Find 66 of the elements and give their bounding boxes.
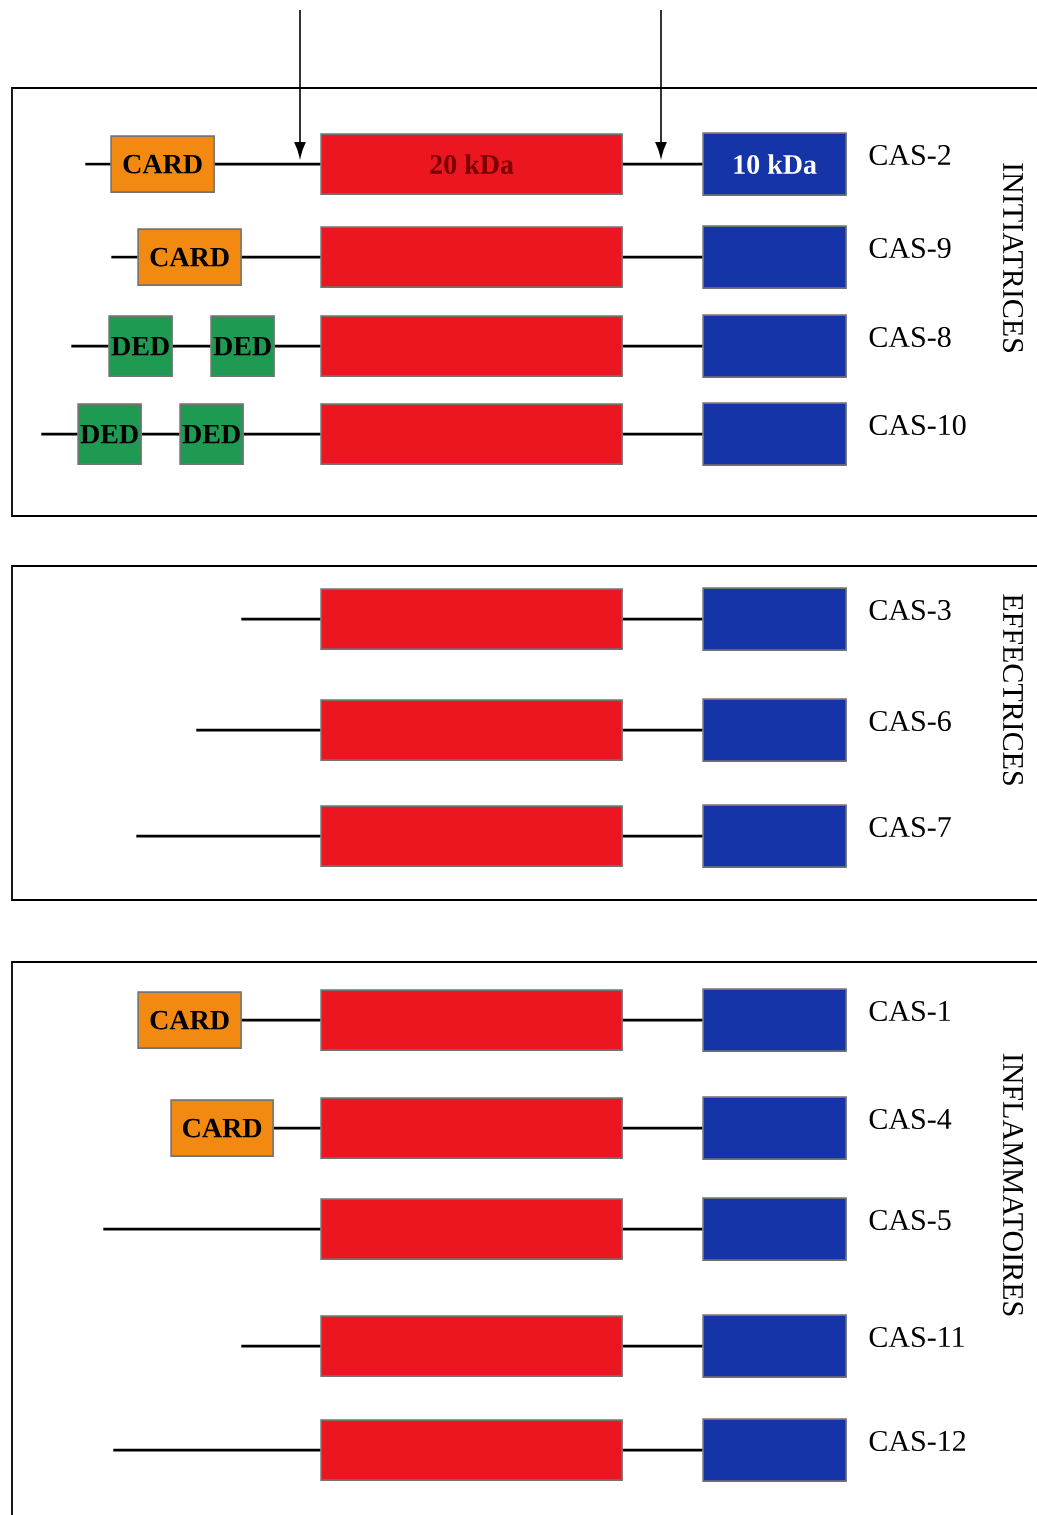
linker-line xyxy=(622,432,703,436)
linker-line xyxy=(111,255,138,259)
large-subunit-box xyxy=(320,1097,623,1159)
caspase-label: CAS-1 xyxy=(869,1000,950,1022)
ded-domain-box: DED xyxy=(77,403,142,465)
card-domain-box: CARD xyxy=(110,135,215,193)
caspase-label: CAS-4 xyxy=(869,1108,952,1130)
linker-line xyxy=(85,162,111,166)
linker-line xyxy=(274,344,321,348)
caspase-label: CAS-2 xyxy=(869,144,951,166)
linker-line xyxy=(243,432,321,436)
caspase-label: CAS-3 xyxy=(869,599,951,621)
linker-line xyxy=(622,344,703,348)
large-subunit-box xyxy=(320,699,623,761)
linker-line xyxy=(622,728,703,732)
large-subunit-box xyxy=(320,403,623,465)
linker-line xyxy=(622,162,703,166)
panel-heading: EFFECTRICES xyxy=(1002,594,1024,785)
linker-line xyxy=(141,432,180,436)
linker-line xyxy=(103,1227,321,1231)
linker-line xyxy=(214,162,321,166)
linker-line xyxy=(622,834,703,838)
linker-line xyxy=(622,255,703,259)
linker-line xyxy=(241,1018,321,1022)
large-subunit-box xyxy=(320,1315,623,1377)
large-subunit-box xyxy=(320,588,623,650)
linker-line xyxy=(622,1126,703,1130)
caspase-label: CAS-8 xyxy=(869,326,951,348)
ded-domain-box: DED xyxy=(179,403,244,465)
ded-domain-box: DED xyxy=(210,315,275,377)
linker-line xyxy=(41,432,78,436)
linker-line xyxy=(622,1344,703,1348)
large-subunit-box xyxy=(320,226,623,288)
large-subunit-box xyxy=(320,989,623,1051)
card-domain-box: CARD xyxy=(137,991,242,1049)
caspase-label: CAS-12 xyxy=(869,1430,966,1452)
panel-heading: INFLAMMATOIRES xyxy=(1002,1053,1024,1316)
small-subunit-box: 10 kDa xyxy=(702,132,847,196)
caspase-label: CAS-9 xyxy=(869,237,951,259)
linker-line xyxy=(113,1448,321,1452)
large-subunit-box xyxy=(320,805,623,867)
large-subunit-box xyxy=(320,1419,623,1481)
linker-line xyxy=(71,344,109,348)
card-domain-box: CARD xyxy=(137,228,242,286)
linker-line xyxy=(622,617,703,621)
large-subunit-box: 20 kDa xyxy=(320,133,623,195)
card-domain-box: CARD xyxy=(170,1099,274,1157)
linker-line xyxy=(136,834,321,838)
caspase-label: CAS-11 xyxy=(869,1326,964,1348)
ded-domain-box: DED xyxy=(108,315,173,377)
linker-line xyxy=(241,255,321,259)
large-subunit-box xyxy=(320,315,623,377)
linker-line xyxy=(273,1126,321,1130)
linker-line xyxy=(622,1227,703,1231)
linker-line xyxy=(241,617,321,621)
large-subunit-box xyxy=(320,1198,623,1260)
linker-line xyxy=(196,728,321,732)
linker-line xyxy=(622,1448,703,1452)
panel-heading: INITIATRICES xyxy=(1002,163,1024,352)
linker-line xyxy=(241,1344,321,1348)
caspase-label: CAS-6 xyxy=(869,710,951,732)
linker-line xyxy=(622,1018,703,1022)
caspase-label: CAS-7 xyxy=(869,816,951,838)
linker-line xyxy=(172,344,211,348)
caspase-label: CAS-10 xyxy=(869,414,966,436)
caspase-label: CAS-5 xyxy=(869,1209,951,1231)
